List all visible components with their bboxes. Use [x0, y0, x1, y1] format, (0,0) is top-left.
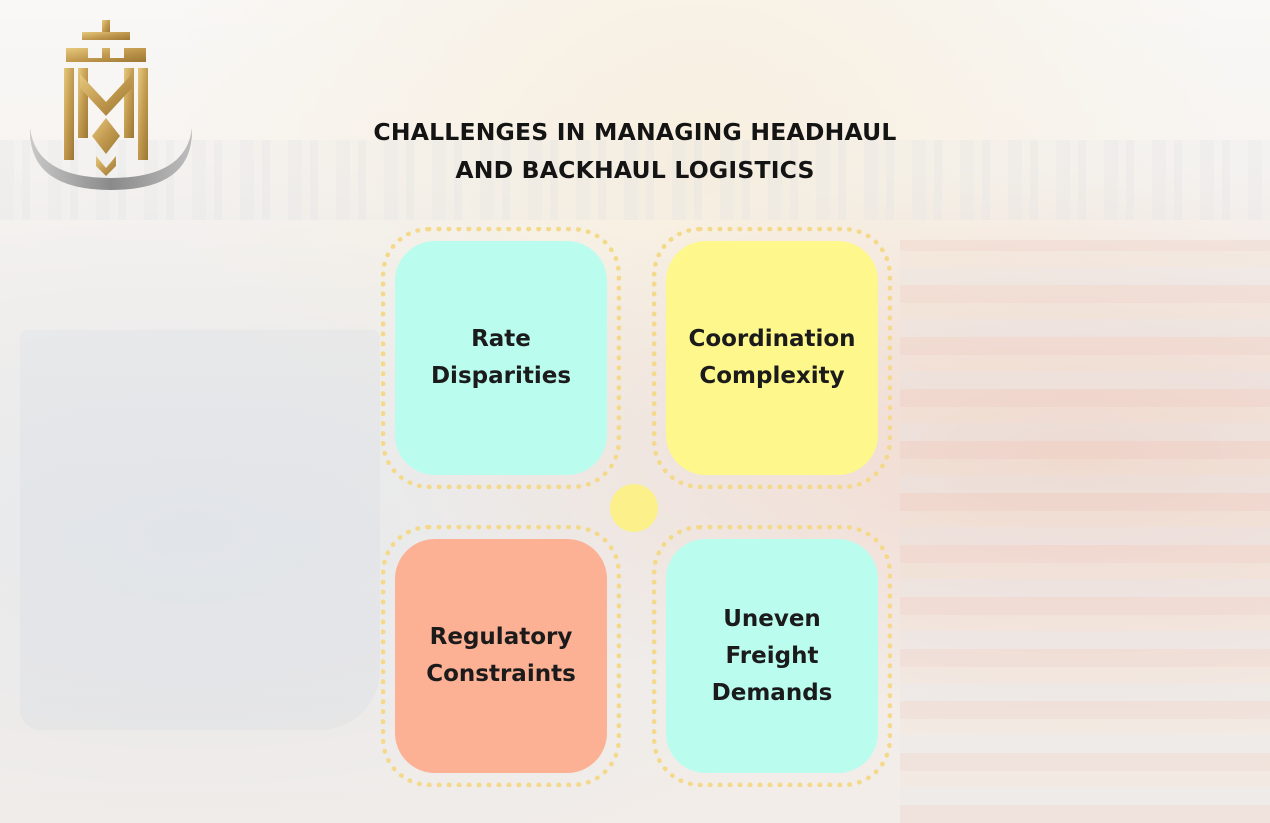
container-yard	[900, 240, 1270, 823]
card-rate-disparities: Rate Disparities	[381, 227, 621, 489]
page-title: CHALLENGES IN MANAGING HEADHAUL AND BACK…	[300, 113, 970, 189]
crown-shield-logo-icon	[29, 20, 193, 190]
card-uneven-freight-demands: Uneven Freight Demands	[652, 525, 892, 787]
center-dot	[610, 484, 658, 532]
card-label-regulatory-constraints: Regulatory Constraints	[395, 539, 607, 773]
card-regulatory-constraints: Regulatory Constraints	[381, 525, 621, 787]
title-line-2: AND BACKHAUL LOGISTICS	[455, 156, 815, 184]
card-label-coordination-complexity: Coordination Complexity	[666, 241, 878, 475]
city-skyline	[0, 140, 1270, 220]
cargo-ship	[20, 330, 380, 730]
card-label-rate-disparities: Rate Disparities	[395, 241, 607, 475]
card-coordination-complexity: Coordination Complexity	[652, 227, 892, 489]
title-line-1: CHALLENGES IN MANAGING HEADHAUL	[373, 118, 897, 146]
card-label-uneven-freight-demands: Uneven Freight Demands	[666, 539, 878, 773]
